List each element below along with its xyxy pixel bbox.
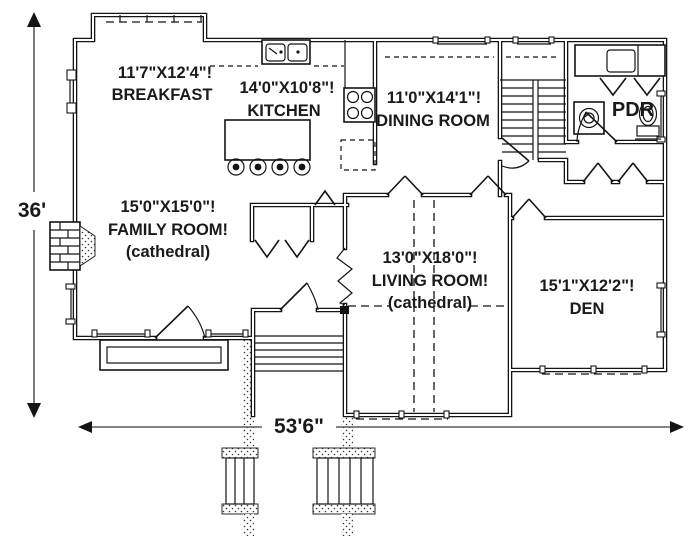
- opening-squiggle: [336, 247, 353, 306]
- exterior-steps: [225, 457, 374, 505]
- porch-corner-post: [340, 306, 349, 314]
- walkway: [221, 340, 376, 536]
- staircase: [500, 79, 566, 160]
- breakfast-room-label: BREAKFAST: [112, 86, 213, 104]
- doors: [154, 77, 661, 339]
- dining-room-dims: 11'0"X14'1"!: [387, 89, 481, 107]
- toilet: [635, 101, 661, 140]
- vanity-counter: [574, 44, 666, 77]
- overall-width-label: 53'6": [274, 415, 324, 438]
- family-room-dims: 15'0"X15'0"!: [120, 198, 215, 216]
- breakfast-room-dims: 11'7"X12'4"!: [118, 64, 212, 82]
- family-room-note: (cathedral): [126, 243, 210, 261]
- kitchen-island: [224, 119, 311, 161]
- living-room-label: LIVING ROOM!: [372, 272, 488, 290]
- room-labels: 11'7"X12'4"! BREAKFAST 14'0"X10'8"! KITC…: [108, 64, 655, 318]
- kitchen-label: KITCHEN: [247, 102, 320, 120]
- den-dims: 15'1"X12'2"!: [539, 277, 634, 295]
- fireplace: [49, 221, 96, 271]
- dining-room-label: DINING ROOM: [376, 112, 490, 130]
- dimension-arrow-horizontal: [78, 421, 684, 433]
- den-label: DEN: [570, 300, 605, 318]
- bar-stools: [227, 158, 311, 176]
- front-porch-steps: [255, 335, 343, 372]
- ceiling-lines: [210, 56, 560, 412]
- kitchen-sink: [261, 39, 311, 65]
- dimension-arrow-vertical: [27, 12, 41, 418]
- deck: [99, 339, 229, 371]
- kitchen-dims: 14'0"X10'8"!: [239, 79, 334, 97]
- range-stove: [343, 40, 376, 123]
- powder-room-label: PDR: [612, 99, 655, 121]
- living-room-dims: 13'0"X18'0"!: [382, 249, 477, 267]
- overall-depth-label: 36': [18, 199, 46, 222]
- dimension-labels: 36' 53'6": [18, 199, 324, 438]
- refrigerator: [340, 139, 376, 171]
- living-room-note: (cathedral): [388, 294, 472, 312]
- family-room-label: FAMILY ROOM!: [108, 221, 228, 239]
